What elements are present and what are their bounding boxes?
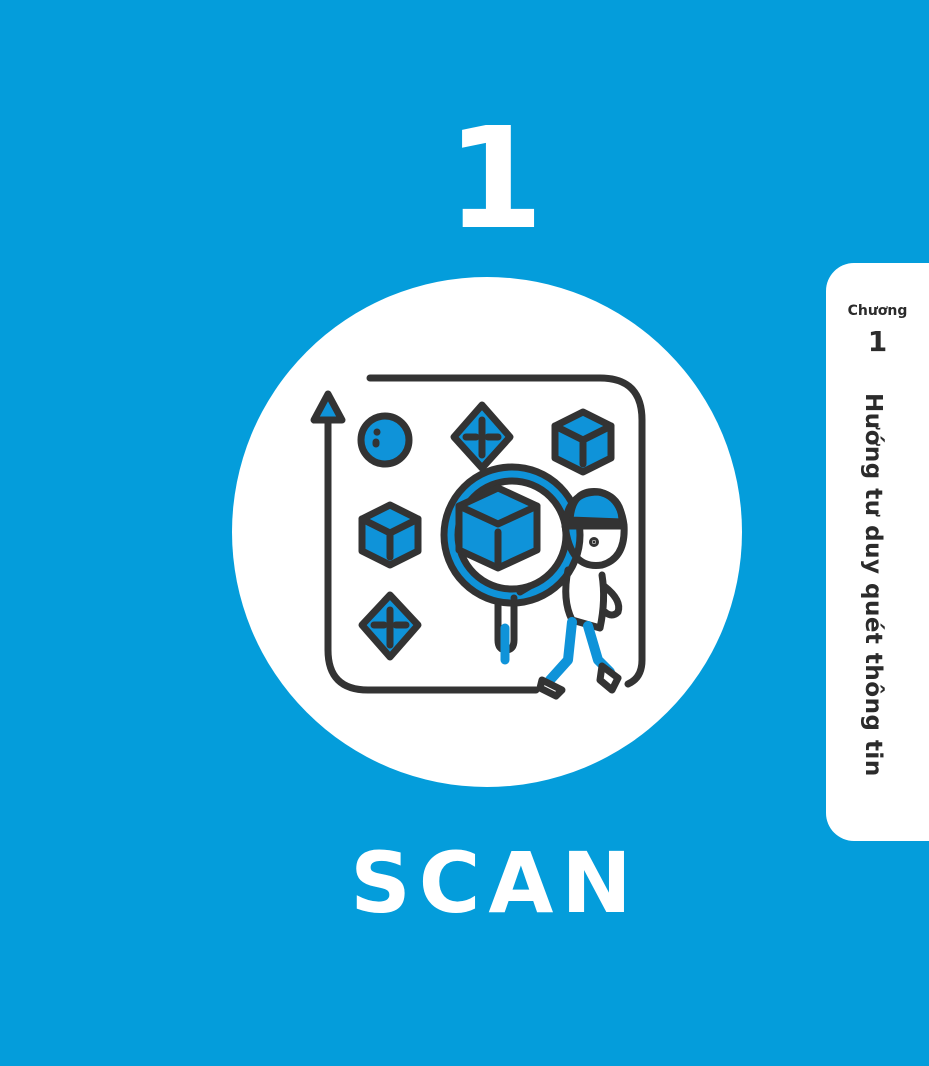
chapter-tab-number: 1 xyxy=(867,325,888,358)
chapter-number: 1 xyxy=(446,98,544,261)
page-title: SCAN xyxy=(350,834,640,932)
chapter-side-tab[interactable]: Chương 1 Hướng tư duy quét thông tin xyxy=(826,263,929,841)
chapter-subtitle: Hướng tư duy quét thông tin xyxy=(860,393,886,777)
chapter-label: Chương xyxy=(847,303,908,319)
person-magnifying-glass-scan-icon xyxy=(310,374,646,700)
